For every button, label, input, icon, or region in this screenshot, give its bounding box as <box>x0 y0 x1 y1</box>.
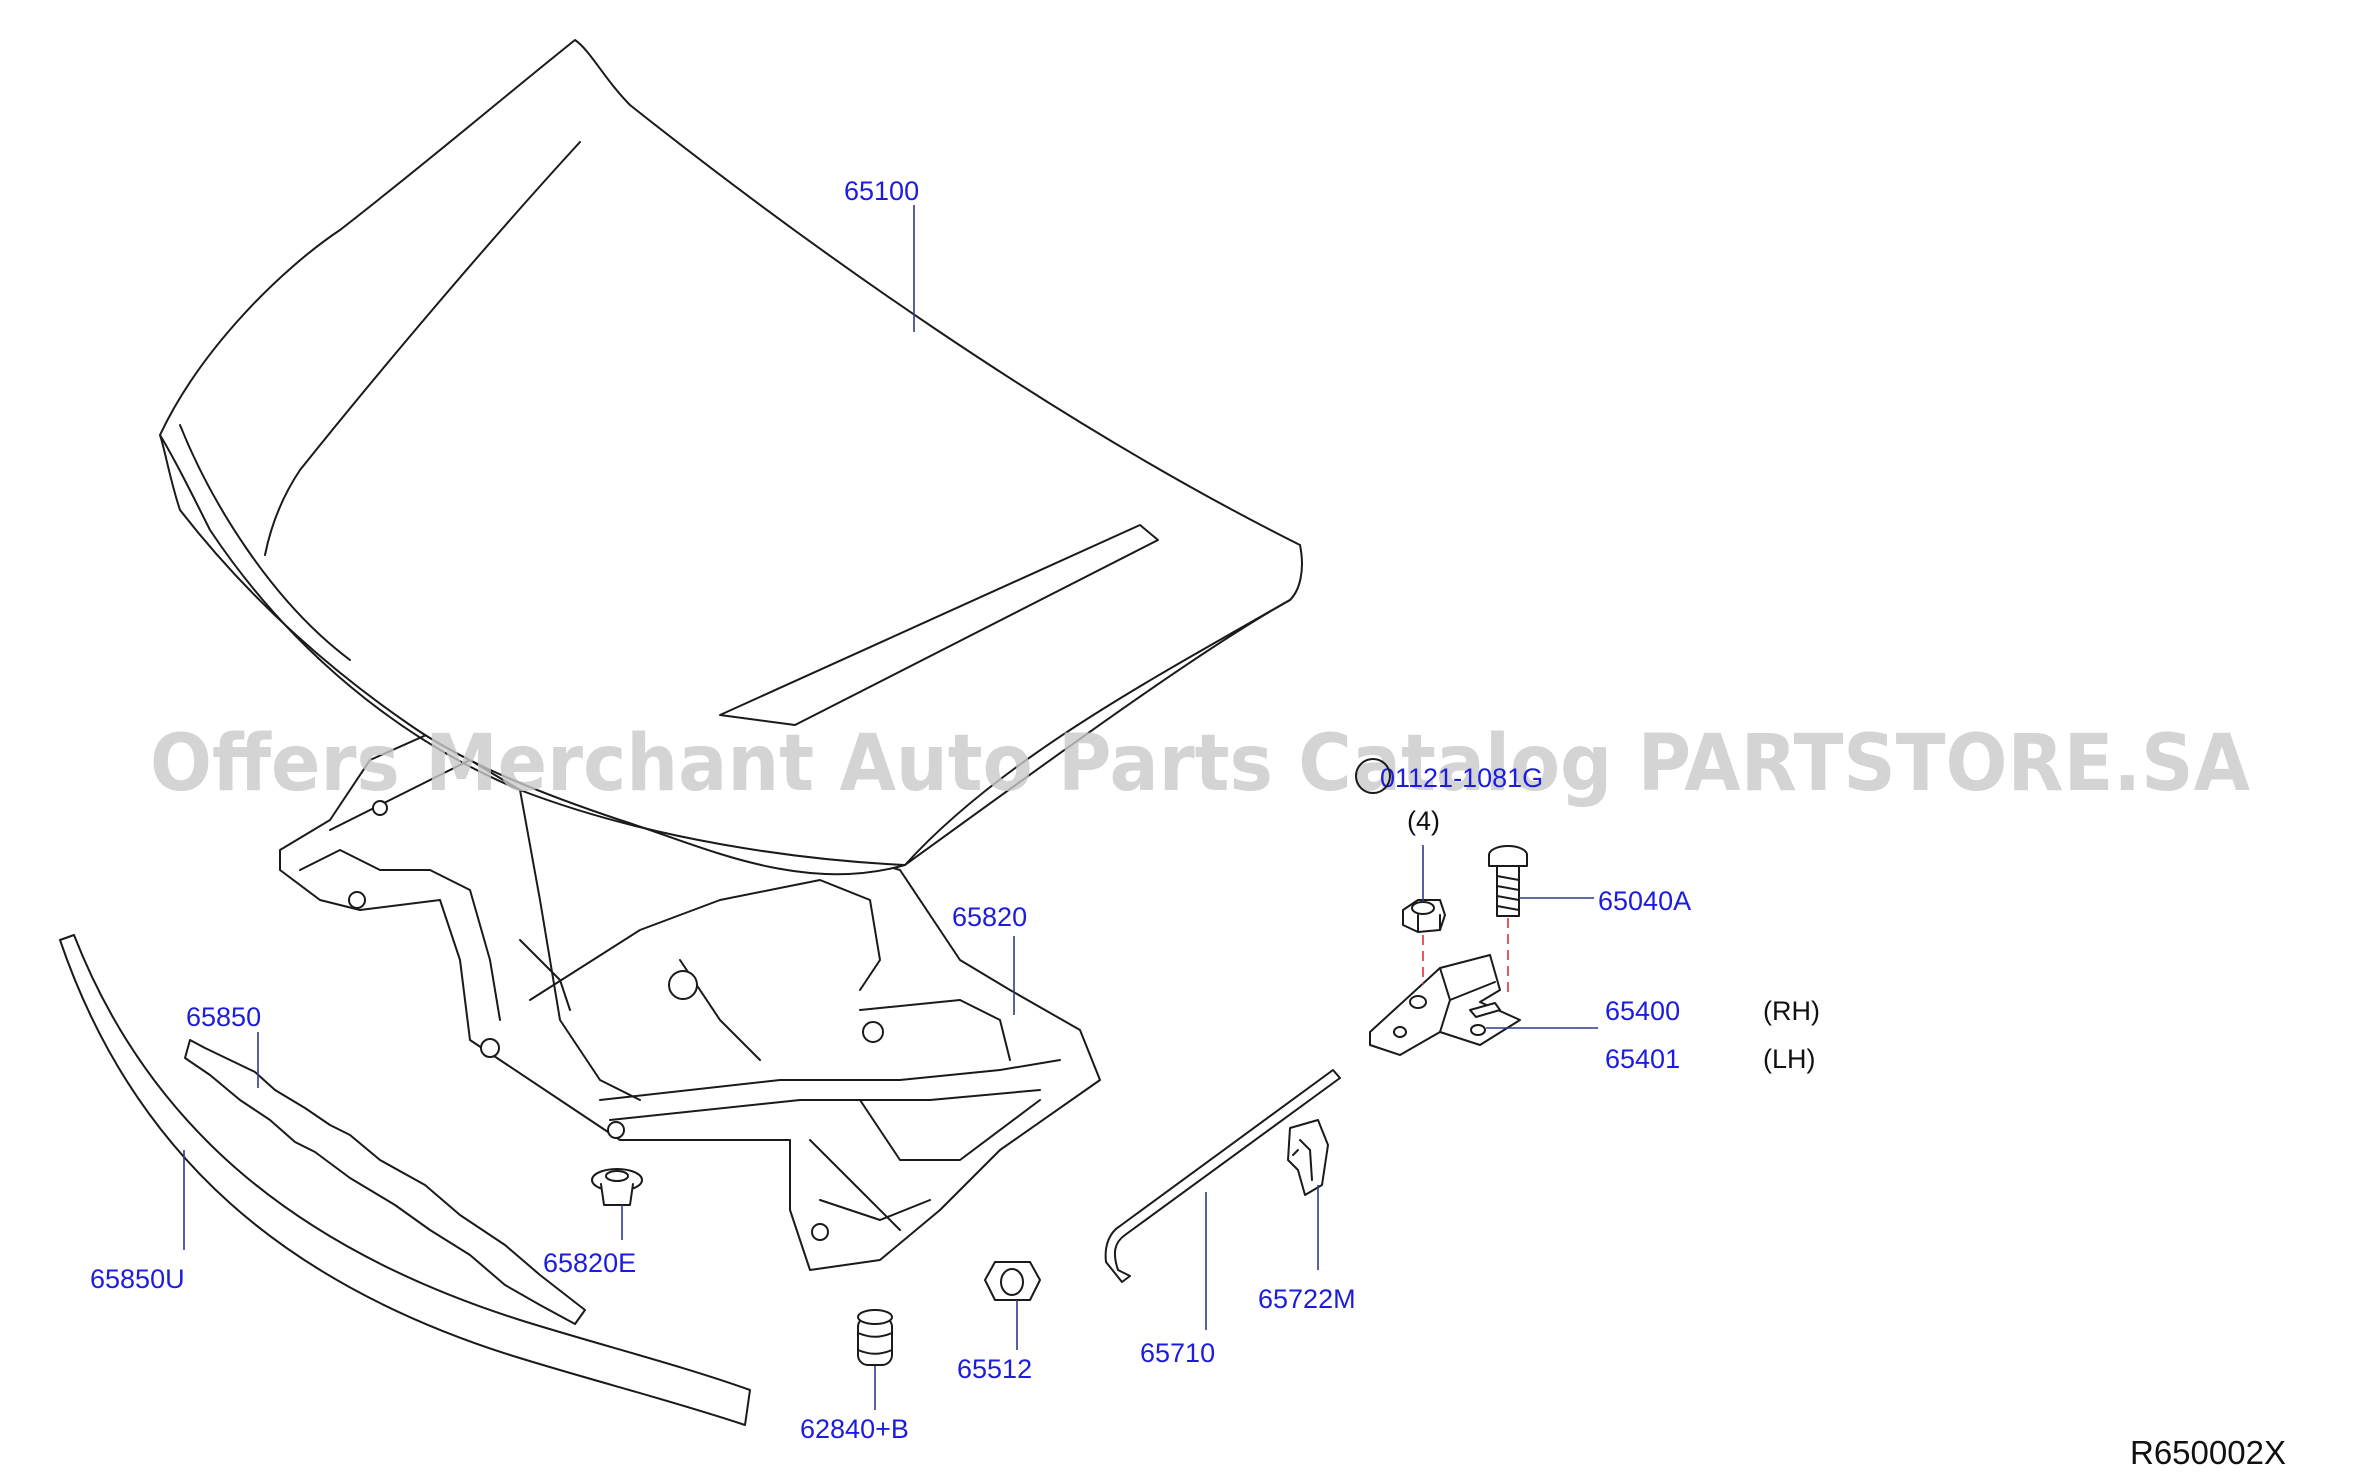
hood-insulator <box>279 719 1101 1271</box>
part-number-65512[interactable]: 65512 <box>957 1354 1032 1384</box>
grommet <box>984 1261 1041 1301</box>
nut <box>1402 899 1446 933</box>
part-number-65820e[interactable]: 65820E <box>543 1248 636 1278</box>
part-number-65850u[interactable]: 65850U <box>90 1264 185 1294</box>
nut-quantity-note: (4) <box>1407 806 1440 836</box>
insulator-clip <box>591 1168 643 1206</box>
hood-stay <box>1104 1069 1341 1283</box>
bumper-rubber <box>857 1309 893 1366</box>
front-seal <box>184 1039 586 1325</box>
part-number-65100[interactable]: 65100 <box>844 176 919 206</box>
front-moulding <box>59 934 751 1426</box>
hinge-rh-note: (RH) <box>1763 996 1820 1026</box>
part-number-65820[interactable]: 65820 <box>952 902 1027 932</box>
part-number-65710[interactable]: 65710 <box>1140 1338 1215 1368</box>
part-number-65040a[interactable]: 65040A <box>1598 886 1691 916</box>
part-number-65401[interactable]: 65401 <box>1605 1044 1680 1074</box>
part-number-nut[interactable]: 01121-1081G <box>1380 763 1543 793</box>
hood-hinge <box>1369 954 1521 1056</box>
hinge-lh-note: (LH) <box>1763 1044 1816 1074</box>
hinge-bolt <box>1488 845 1528 917</box>
stay-clip <box>1287 1119 1329 1196</box>
part-number-65850[interactable]: 65850 <box>186 1002 261 1032</box>
part-number-62840b[interactable]: 62840+B <box>800 1414 909 1444</box>
reference-code: R650002X <box>2130 1434 2286 1471</box>
hood-panel <box>159 39 1303 876</box>
bolt-symbol-icon <box>1355 758 1391 794</box>
part-number-65400[interactable]: 65400 <box>1605 996 1680 1026</box>
part-number-65722m[interactable]: 65722M <box>1258 1284 1356 1314</box>
watermark: Offers Merchant Auto Parts Catalog PARTS… <box>150 719 2250 809</box>
